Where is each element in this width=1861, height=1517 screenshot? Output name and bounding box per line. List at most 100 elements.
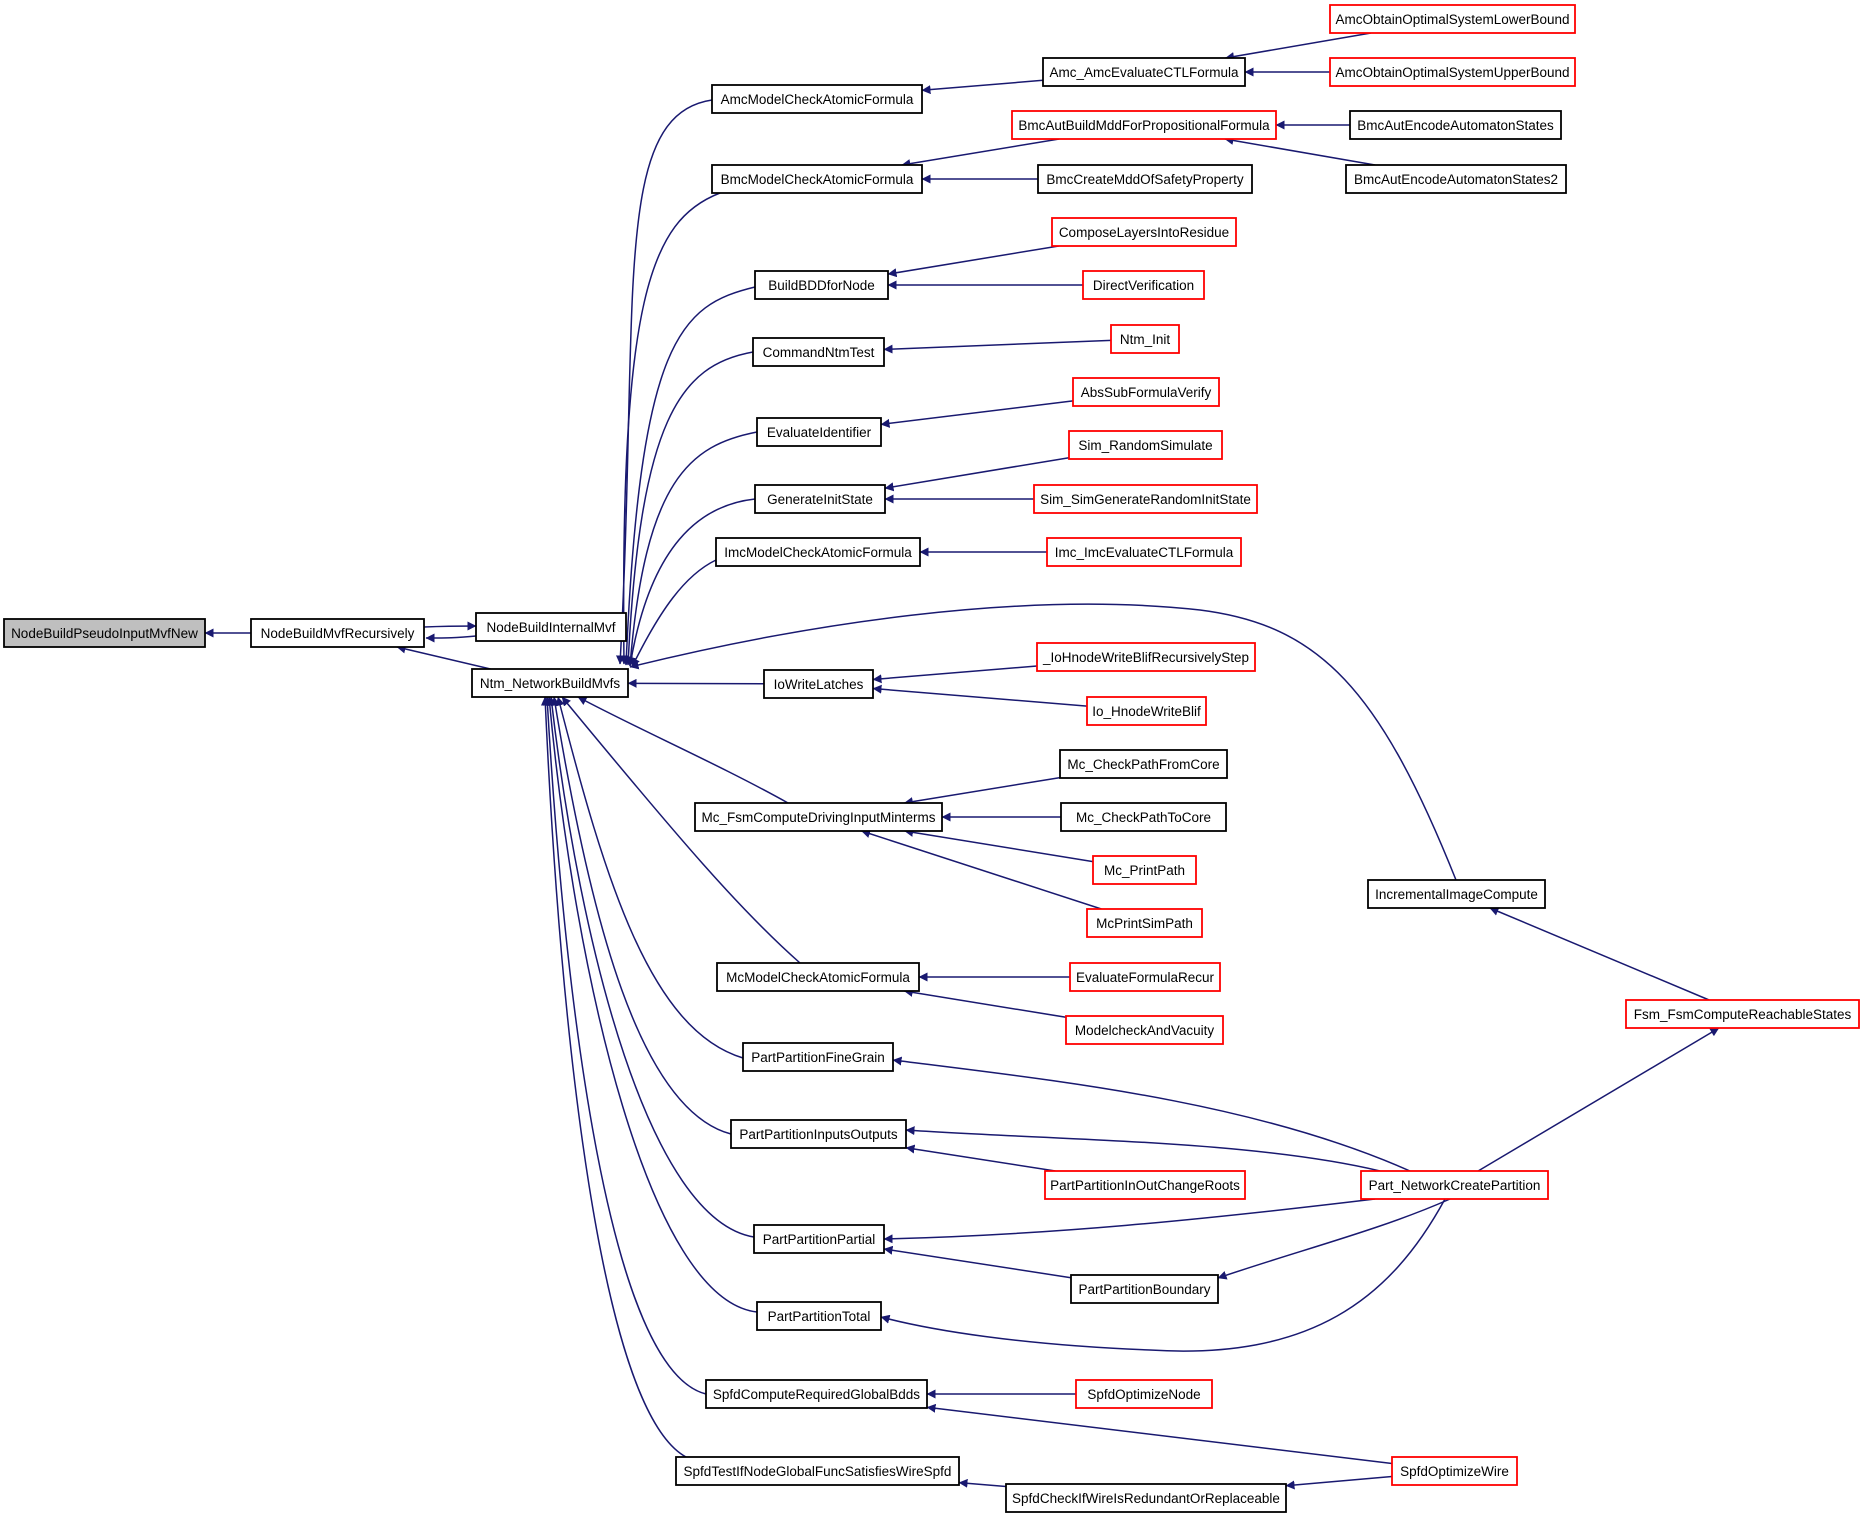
node-evid[interactable]: EvaluateIdentifier xyxy=(756,417,882,447)
node-ppp[interactable]: PartPartitionPartial xyxy=(753,1224,885,1254)
node-box[interactable] xyxy=(756,1301,882,1331)
node-simrs[interactable]: Sim_RandomSimulate xyxy=(1068,430,1223,460)
node-iohws[interactable]: _IoHnodeWriteBlifRecursivelyStep xyxy=(1036,642,1256,672)
node-mcav[interactable]: ModelcheckAndVacuity xyxy=(1065,1015,1224,1045)
node-amclo[interactable]: AmcObtainOptimalSystemLowerBound xyxy=(1329,4,1576,34)
node-ppt[interactable]: PartPartitionTotal xyxy=(756,1301,882,1331)
node-iowl[interactable]: IoWriteLatches xyxy=(763,669,874,699)
node-box[interactable] xyxy=(1036,642,1256,672)
node-box[interactable] xyxy=(1360,1170,1549,1200)
node-box[interactable] xyxy=(752,337,885,367)
node-bmcenc2[interactable]: BmcAutEncodeAutomatonStates2 xyxy=(1345,164,1567,194)
node-mcmc[interactable]: McModelCheckAtomicFormula xyxy=(716,962,920,992)
node-box[interactable] xyxy=(1075,1379,1213,1409)
node-bmcmc[interactable]: BmcModelCheckAtomicFormula xyxy=(711,164,923,194)
node-box[interactable] xyxy=(753,1224,885,1254)
node-imcmc[interactable]: ImcModelCheckAtomicFormula xyxy=(715,537,921,567)
node-box[interactable] xyxy=(1051,217,1237,247)
node-box[interactable] xyxy=(1059,749,1228,779)
node-box[interactable] xyxy=(471,668,629,698)
node-box[interactable] xyxy=(1042,57,1246,87)
node-bbdd[interactable]: BuildBDDforNode xyxy=(754,270,889,300)
node-box[interactable] xyxy=(730,1119,907,1149)
node-iohwb[interactable]: Io_HnodeWriteBlif xyxy=(1086,696,1207,726)
node-box[interactable] xyxy=(1092,855,1197,885)
node-box[interactable] xyxy=(1037,164,1253,194)
node-sow[interactable]: SpfdOptimizeWire xyxy=(1391,1456,1518,1486)
node-bmccr[interactable]: BmcCreateMddOfSafetyProperty xyxy=(1037,164,1253,194)
node-box[interactable] xyxy=(711,164,923,194)
node-box[interactable] xyxy=(756,417,882,447)
node-box[interactable] xyxy=(1070,1274,1219,1304)
node-fsmcr[interactable]: Fsm_FsmComputeReachableStates xyxy=(1625,999,1860,1029)
node-box[interactable] xyxy=(716,962,920,992)
node-box[interactable] xyxy=(1110,324,1180,354)
node-dver[interactable]: DirectVerification xyxy=(1082,270,1205,300)
node-box[interactable] xyxy=(1046,537,1242,567)
node-bmcenc[interactable]: BmcAutEncodeAutomatonStates xyxy=(1349,110,1562,140)
node-box[interactable] xyxy=(675,1456,960,1486)
node-root[interactable]: NodeBuildPseudoInputMvfNew xyxy=(3,618,206,648)
node-box[interactable] xyxy=(1005,1483,1287,1513)
node-gis[interactable]: GenerateInitState xyxy=(754,484,886,514)
node-mcfsm[interactable]: Mc_FsmComputeDrivingInputMinterms xyxy=(694,802,943,832)
node-box[interactable] xyxy=(1082,270,1205,300)
node-amcmc[interactable]: AmcModelCheckAtomicFormula xyxy=(711,84,923,114)
node-box[interactable] xyxy=(742,1042,894,1072)
node-imcev[interactable]: Imc_ImcEvaluateCTLFormula xyxy=(1046,537,1242,567)
node-simgr[interactable]: Sim_SimGenerateRandomInitState xyxy=(1033,484,1258,514)
node-box[interactable] xyxy=(3,618,206,648)
node-mcpp[interactable]: Mc_PrintPath xyxy=(1092,855,1197,885)
node-ppfg[interactable]: PartPartitionFineGrain xyxy=(742,1042,894,1072)
node-box[interactable] xyxy=(1068,430,1223,460)
node-box[interactable] xyxy=(1391,1456,1518,1486)
node-box[interactable] xyxy=(1044,1170,1246,1200)
node-bmcab[interactable]: BmcAutBuildMddForPropositionalFormula xyxy=(1011,110,1277,140)
node-box[interactable] xyxy=(705,1379,928,1409)
node-box[interactable] xyxy=(715,537,921,567)
node-box[interactable] xyxy=(754,270,889,300)
node-box[interactable] xyxy=(1065,1015,1224,1045)
node-efr[interactable]: EvaluateFormulaRecur xyxy=(1069,962,1221,992)
node-mcpsp[interactable]: McPrintSimPath xyxy=(1086,908,1203,938)
node-scrgb[interactable]: SpfdComputeRequiredGlobalBdds xyxy=(705,1379,928,1409)
node-ntminit[interactable]: Ntm_Init xyxy=(1110,324,1180,354)
node-amcup[interactable]: AmcObtainOptimalSystemUpperBound xyxy=(1329,57,1576,87)
node-scwr[interactable]: SpfdCheckIfWireIsRedundantOrReplaceable xyxy=(1005,1483,1287,1513)
node-ppio[interactable]: PartPartitionInputsOutputs xyxy=(730,1119,907,1149)
node-box[interactable] xyxy=(754,484,886,514)
node-box[interactable] xyxy=(711,84,923,114)
node-box[interactable] xyxy=(1072,377,1220,407)
node-box[interactable] xyxy=(1069,962,1221,992)
node-box[interactable] xyxy=(1011,110,1277,140)
node-box[interactable] xyxy=(1329,4,1576,34)
node-box[interactable] xyxy=(1086,908,1203,938)
node-box[interactable] xyxy=(1345,164,1567,194)
node-mccpf[interactable]: Mc_CheckPathFromCore xyxy=(1059,749,1228,779)
node-nbmr[interactable]: NodeBuildMvfRecursively xyxy=(250,618,425,648)
node-pncp[interactable]: Part_NetworkCreatePartition xyxy=(1360,1170,1549,1200)
node-cnt[interactable]: CommandNtmTest xyxy=(752,337,885,367)
node-box[interactable] xyxy=(1625,999,1860,1029)
node-amcev[interactable]: Amc_AmcEvaluateCTLFormula xyxy=(1042,57,1246,87)
node-box[interactable] xyxy=(1060,802,1227,832)
node-nbim[interactable]: NodeBuildInternalMvf xyxy=(475,612,627,642)
node-ppiocr[interactable]: PartPartitionInOutChangeRoots xyxy=(1044,1170,1246,1200)
node-box[interactable] xyxy=(763,669,874,699)
node-clir[interactable]: ComposeLayersIntoResidue xyxy=(1051,217,1237,247)
node-box[interactable] xyxy=(694,802,943,832)
node-absv[interactable]: AbsSubFormulaVerify xyxy=(1072,377,1220,407)
node-box[interactable] xyxy=(1349,110,1562,140)
node-mccpt[interactable]: Mc_CheckPathToCore xyxy=(1060,802,1227,832)
node-box[interactable] xyxy=(1033,484,1258,514)
node-son[interactable]: SpfdOptimizeNode xyxy=(1075,1379,1213,1409)
node-box[interactable] xyxy=(1367,879,1546,909)
node-ntm[interactable]: Ntm_NetworkBuildMvfs xyxy=(471,668,629,698)
node-box[interactable] xyxy=(1329,57,1576,87)
node-iic[interactable]: IncrementalImageCompute xyxy=(1367,879,1546,909)
node-ppb[interactable]: PartPartitionBoundary xyxy=(1070,1274,1219,1304)
node-box[interactable] xyxy=(250,618,425,648)
node-box[interactable] xyxy=(475,612,627,642)
node-box[interactable] xyxy=(1086,696,1207,726)
node-stin[interactable]: SpfdTestIfNodeGlobalFuncSatisfiesWireSpf… xyxy=(675,1456,960,1486)
